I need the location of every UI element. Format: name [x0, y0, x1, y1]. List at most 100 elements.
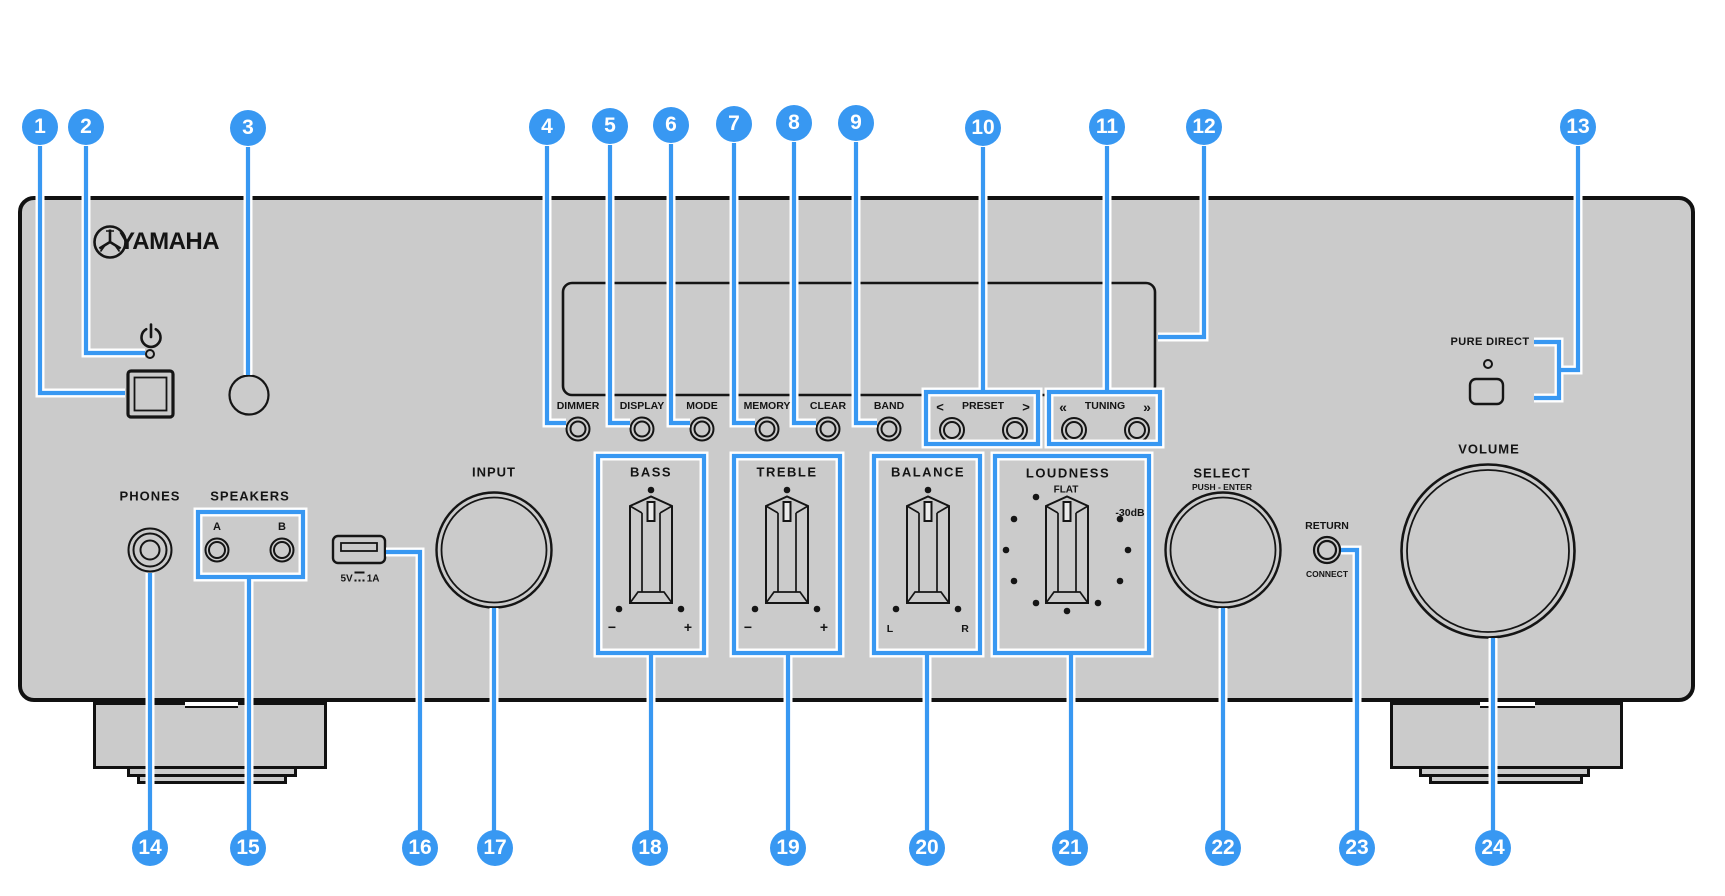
volume-knob[interactable] — [1400, 463, 1576, 639]
remote-sensor — [228, 374, 270, 416]
callout-2: 2 — [68, 109, 104, 145]
power-button[interactable] — [126, 369, 175, 419]
dc-symbol-icon — [354, 571, 365, 582]
return-label: RETURN — [1305, 520, 1349, 532]
usb-current: 1A — [366, 573, 380, 585]
preset-callout-box — [923, 389, 1041, 447]
phones-jack — [127, 527, 173, 573]
treble-slider[interactable] — [765, 495, 809, 604]
callout-10: 10 — [965, 110, 1001, 146]
push-enter-label: PUSH - ENTER — [1192, 482, 1252, 492]
callout-23: 23 — [1339, 830, 1375, 866]
callout-21: 21 — [1052, 830, 1088, 866]
callout-1: 1 — [22, 109, 58, 145]
callout-19: 19 — [770, 830, 806, 866]
left-foot-step2 — [137, 774, 287, 784]
usb-power-label: 5V 1A — [340, 571, 380, 585]
callout-17: 17 — [477, 830, 513, 866]
tuning-label: TUNING — [1084, 400, 1126, 412]
phones-label: PHONES — [119, 488, 181, 504]
callout-20: 20 — [909, 830, 945, 866]
callout-24: 24 — [1475, 830, 1511, 866]
volume-label: VOLUME — [1458, 441, 1520, 457]
balance-callout-box — [871, 453, 983, 656]
callout-22: 22 — [1205, 830, 1241, 866]
brand-logo-text: YAMAHA — [118, 228, 220, 255]
return-button[interactable] — [1312, 535, 1342, 565]
speakers-callout-box — [195, 509, 306, 580]
dimmer-label: DIMMER — [556, 400, 600, 412]
left-foot — [93, 702, 327, 769]
speakers-b-button[interactable] — [269, 537, 295, 563]
callout-14: 14 — [132, 830, 168, 866]
tuning-callout-box — [1046, 389, 1163, 447]
callout-lines — [37, 142, 1581, 831]
left-foot-notch — [185, 702, 238, 708]
callout-18: 18 — [632, 830, 668, 866]
callout-6: 6 — [653, 107, 689, 143]
speakers-label: SPEAKERS — [210, 488, 290, 504]
right-foot-step2 — [1429, 774, 1583, 784]
input-label: INPUT — [472, 464, 516, 480]
treble-plus-label: + — [819, 619, 829, 635]
standby-indicator-led — [145, 349, 155, 359]
pure-direct-label: PURE DIRECT — [1450, 336, 1530, 348]
tuning-up-button[interactable] — [1124, 417, 1150, 443]
power-icon — [140, 323, 162, 349]
callout-9: 9 — [838, 105, 874, 141]
select-label: SELECT — [1193, 465, 1251, 481]
clear-button[interactable] — [815, 416, 841, 442]
speakers-b-label: B — [278, 521, 286, 533]
callout-4: 4 — [529, 109, 565, 145]
usb-port — [331, 534, 387, 565]
pure-direct-led — [1483, 359, 1493, 369]
balance-l-label: L — [886, 623, 894, 635]
preset-next-icon: > — [1022, 399, 1030, 415]
preset-prev-button[interactable] — [939, 417, 965, 443]
callout-7: 7 — [716, 106, 752, 142]
speakers-a-button[interactable] — [204, 537, 230, 563]
bass-label: BASS — [629, 464, 673, 480]
bass-slider[interactable] — [629, 495, 673, 604]
callout-5: 5 — [592, 108, 628, 144]
bass-callout-box — [595, 453, 707, 656]
input-knob[interactable] — [435, 491, 553, 609]
clear-label: CLEAR — [809, 400, 847, 412]
band-button[interactable] — [876, 416, 902, 442]
loudness-db-label: -30dB — [1115, 507, 1145, 519]
usb-voltage: 5V — [340, 573, 353, 585]
loudness-control[interactable] — [1045, 495, 1089, 604]
callout-12: 12 — [1186, 109, 1222, 145]
memory-button[interactable] — [754, 416, 780, 442]
callout-13: 13 — [1560, 109, 1596, 145]
select-knob[interactable] — [1164, 491, 1282, 609]
speakers-a-label: A — [213, 521, 221, 533]
display-label: DISPLAY — [619, 400, 665, 412]
band-label: BAND — [873, 400, 905, 412]
memory-label: MEMORY — [743, 400, 791, 412]
mode-label: MODE — [686, 400, 718, 412]
callout-8: 8 — [776, 105, 812, 141]
loudness-label: LOUDNESS — [1025, 465, 1111, 481]
display-button[interactable] — [629, 416, 655, 442]
tuning-down-button[interactable] — [1061, 417, 1087, 443]
balance-label: BALANCE — [890, 464, 966, 480]
dimmer-button[interactable] — [565, 416, 591, 442]
loudness-callout-box — [992, 453, 1152, 656]
callout-underlay — [35, 142, 1583, 831]
callout-11: 11 — [1089, 109, 1125, 145]
connect-label: CONNECT — [1305, 569, 1349, 579]
balance-slider[interactable] — [906, 495, 950, 604]
preset-next-button[interactable] — [1002, 417, 1028, 443]
bass-minus-label: − — [607, 619, 617, 635]
callout-15: 15 — [230, 830, 266, 866]
treble-callout-box — [731, 453, 843, 656]
tuning-down-icon: « — [1059, 399, 1067, 415]
callout-16: 16 — [402, 830, 438, 866]
preset-label: PRESET — [961, 400, 1005, 412]
mode-button[interactable] — [689, 416, 715, 442]
pure-direct-button[interactable] — [1468, 377, 1505, 406]
yamaha-logo-icon — [93, 225, 127, 259]
